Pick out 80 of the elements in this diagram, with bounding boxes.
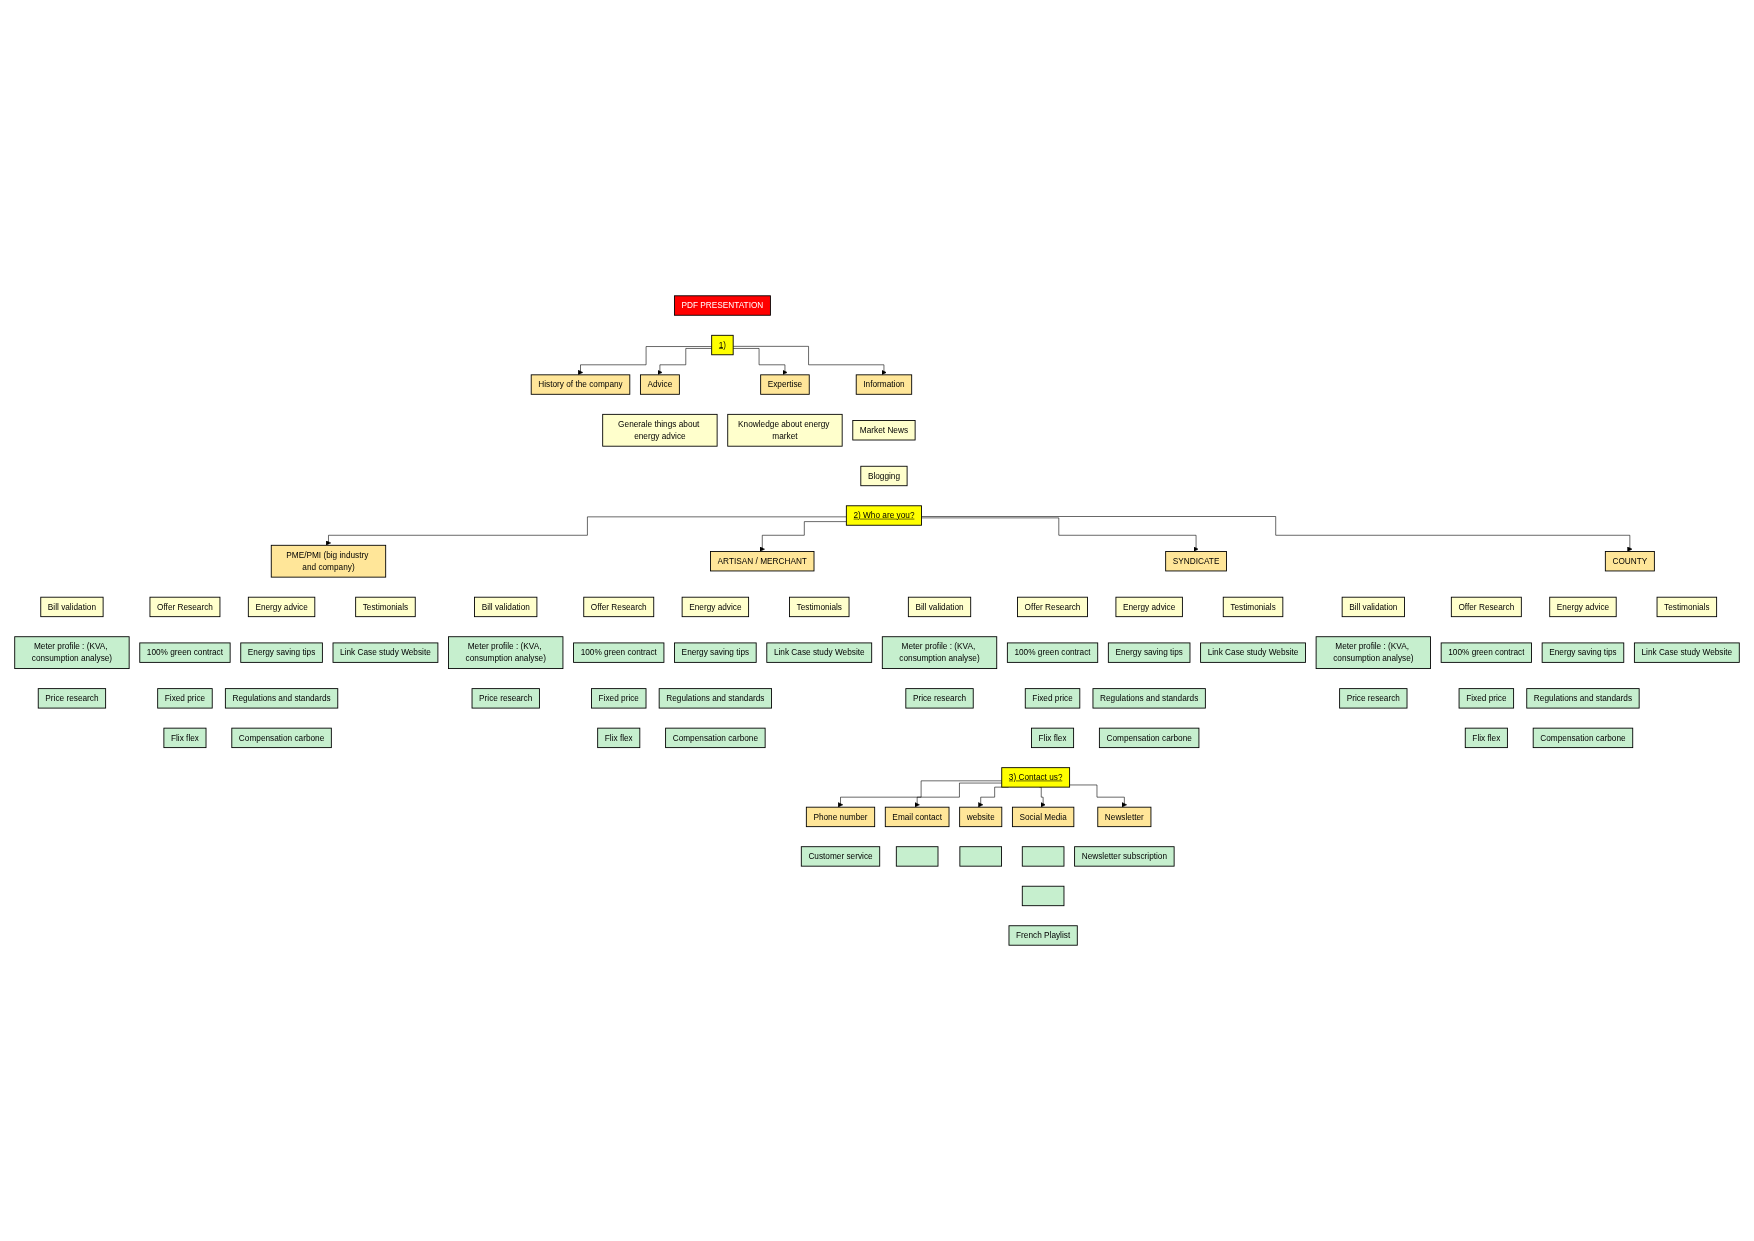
node-box [895,846,939,867]
node-box: Compensation carbone [1098,727,1200,749]
node-box: Bill validation [474,596,538,618]
node-box: Regulations and standards [1526,688,1640,709]
node-box: Compensation carbone [665,727,766,749]
node-box [1021,846,1065,867]
node-box: COUNTY [1604,551,1655,572]
node-box: Energy saving tips [674,642,757,663]
node-box: Link Case study Website [332,642,439,663]
node-box: Compensation carbone [1532,727,1634,749]
node-box: SYNDICATE [1165,551,1227,572]
node-box: Energy saving tips [1541,642,1625,663]
node-box: Blogging [860,465,908,487]
node-box: Testimonials [355,596,416,618]
node-box: Information [855,374,913,395]
node-box: PME/PMI (big industry and company) [270,544,387,578]
node-box: Flix flex [1464,727,1508,749]
node-box: Fixed price [1458,688,1515,709]
node-box: Knowledge about energy market [727,413,843,447]
node-box: Testimonials [789,596,850,618]
node-box: Newsletter [1097,806,1152,828]
node-box [1021,885,1065,907]
node-box: ARTISAN / MERCHANT [710,551,815,572]
node-box: Regulations and standards [224,688,339,709]
node-box: Link Case study Website [1200,642,1306,663]
node-box: Energy saving tips [240,642,323,663]
node-box: 2) Who are you? [845,505,922,526]
node-box: Newsletter subscription [1074,846,1175,867]
node-box: Testimonials [1656,596,1718,618]
node-box: Meter profile : (KVA, consumption analyse) [14,636,130,669]
node-box: Fixed price [591,688,647,709]
node-box: Fixed price [157,688,213,709]
node-box: Link Case study Website [1633,642,1740,663]
node-box: Energy advice [247,596,316,618]
node-box: Energy advice [1115,596,1183,618]
node-box: Meter profile : (KVA, consumption analyse) [1315,636,1431,669]
node-box: Offer Research [149,596,221,618]
node-box: Customer service [800,846,881,867]
node-box: Bill validation [1341,596,1405,618]
node-box: Phone number [805,806,876,828]
node-box: Price research [37,688,107,709]
node-box: Energy advice [681,596,750,618]
node-box: Bill validation [40,596,104,618]
node-box: 100% green contract [139,642,231,663]
node-box: Advice [640,374,680,395]
node-box: Regulations and standards [658,688,772,709]
node-box: Meter profile : (KVA, consumption analyse) [448,636,564,669]
node-box: Price research [1339,688,1408,709]
node-box: French Playlist [1008,925,1078,946]
node-box [959,846,1002,867]
node-box: Social Media [1011,806,1075,828]
node-box: Market News [852,420,916,441]
node-box: Meter profile : (KVA, consumption analyse) [881,636,998,669]
node-box: PDF PRESENTATION [674,295,771,316]
node-box: Regulations and standards [1092,688,1206,709]
node-box: Expertise [760,374,810,395]
node-box: Price research [471,688,540,709]
node-box: Flix flex [597,727,641,749]
node-box: Energy advice [1549,596,1617,618]
node-box: Flix flex [1031,727,1075,749]
node-box: Offer Research [1450,596,1522,618]
node-box: 100% green contract [573,642,665,663]
node-box: Generale things about energy advice [602,413,718,447]
node-box: History of the company [530,374,631,395]
node-box: Testimonials [1222,596,1284,618]
node-box: Energy saving tips [1107,642,1191,663]
node-box: website [959,806,1003,828]
node-box: 100% green contract [1440,642,1532,663]
node-box: Offer Research [1017,596,1088,618]
node-box: Flix flex [163,727,207,749]
node-box: Offer Research [583,596,655,618]
node-box: Price research [905,688,974,709]
node-box: Link Case study Website [766,642,873,663]
node-box: 3) Contact us? [1001,767,1071,788]
node-box: Fixed price [1024,688,1081,709]
node-box: Email contact [884,806,950,828]
node-box: 100% green contract [1006,642,1099,663]
node-box: Compensation carbone [231,727,332,749]
node-box: Bill validation [907,596,972,618]
node-box: 1) [711,334,734,356]
